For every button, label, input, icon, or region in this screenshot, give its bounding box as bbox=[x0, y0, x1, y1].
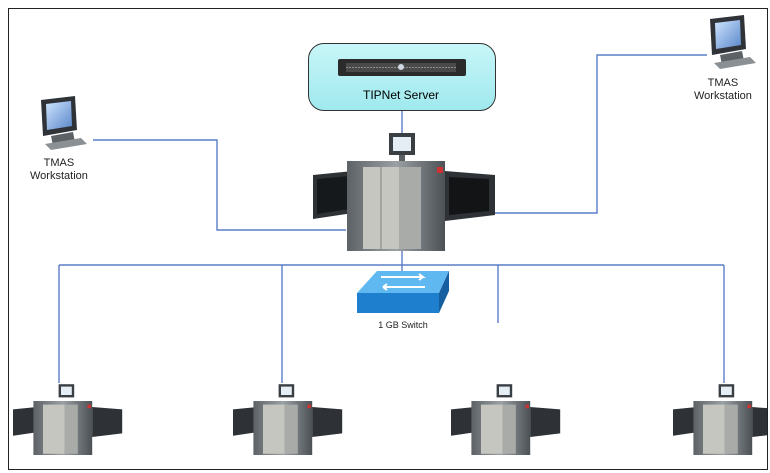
xray-scanner-icon bbox=[451, 384, 561, 455]
server-label: TIPNet Server bbox=[362, 88, 440, 102]
connection-lines bbox=[58, 54, 725, 383]
xray-scanner-icon bbox=[673, 384, 767, 455]
xray-scanner-icon bbox=[313, 133, 495, 251]
server-node bbox=[308, 43, 496, 111]
link-right-workstation bbox=[493, 54, 707, 214]
link-left-workstation bbox=[93, 139, 346, 231]
rack-server-icon bbox=[338, 59, 466, 76]
monitor-icon bbox=[710, 15, 756, 69]
monitor-icon bbox=[41, 96, 87, 150]
workstation-label-left: TMAS Workstation bbox=[30, 157, 88, 182]
xray-scanner-icon bbox=[13, 384, 123, 455]
switch-label: 1 GB Switch bbox=[378, 320, 428, 330]
workstation-label-right: TMAS Workstation bbox=[694, 77, 752, 102]
xray-scanner-icon bbox=[233, 384, 343, 455]
network-switch-icon bbox=[357, 271, 449, 313]
